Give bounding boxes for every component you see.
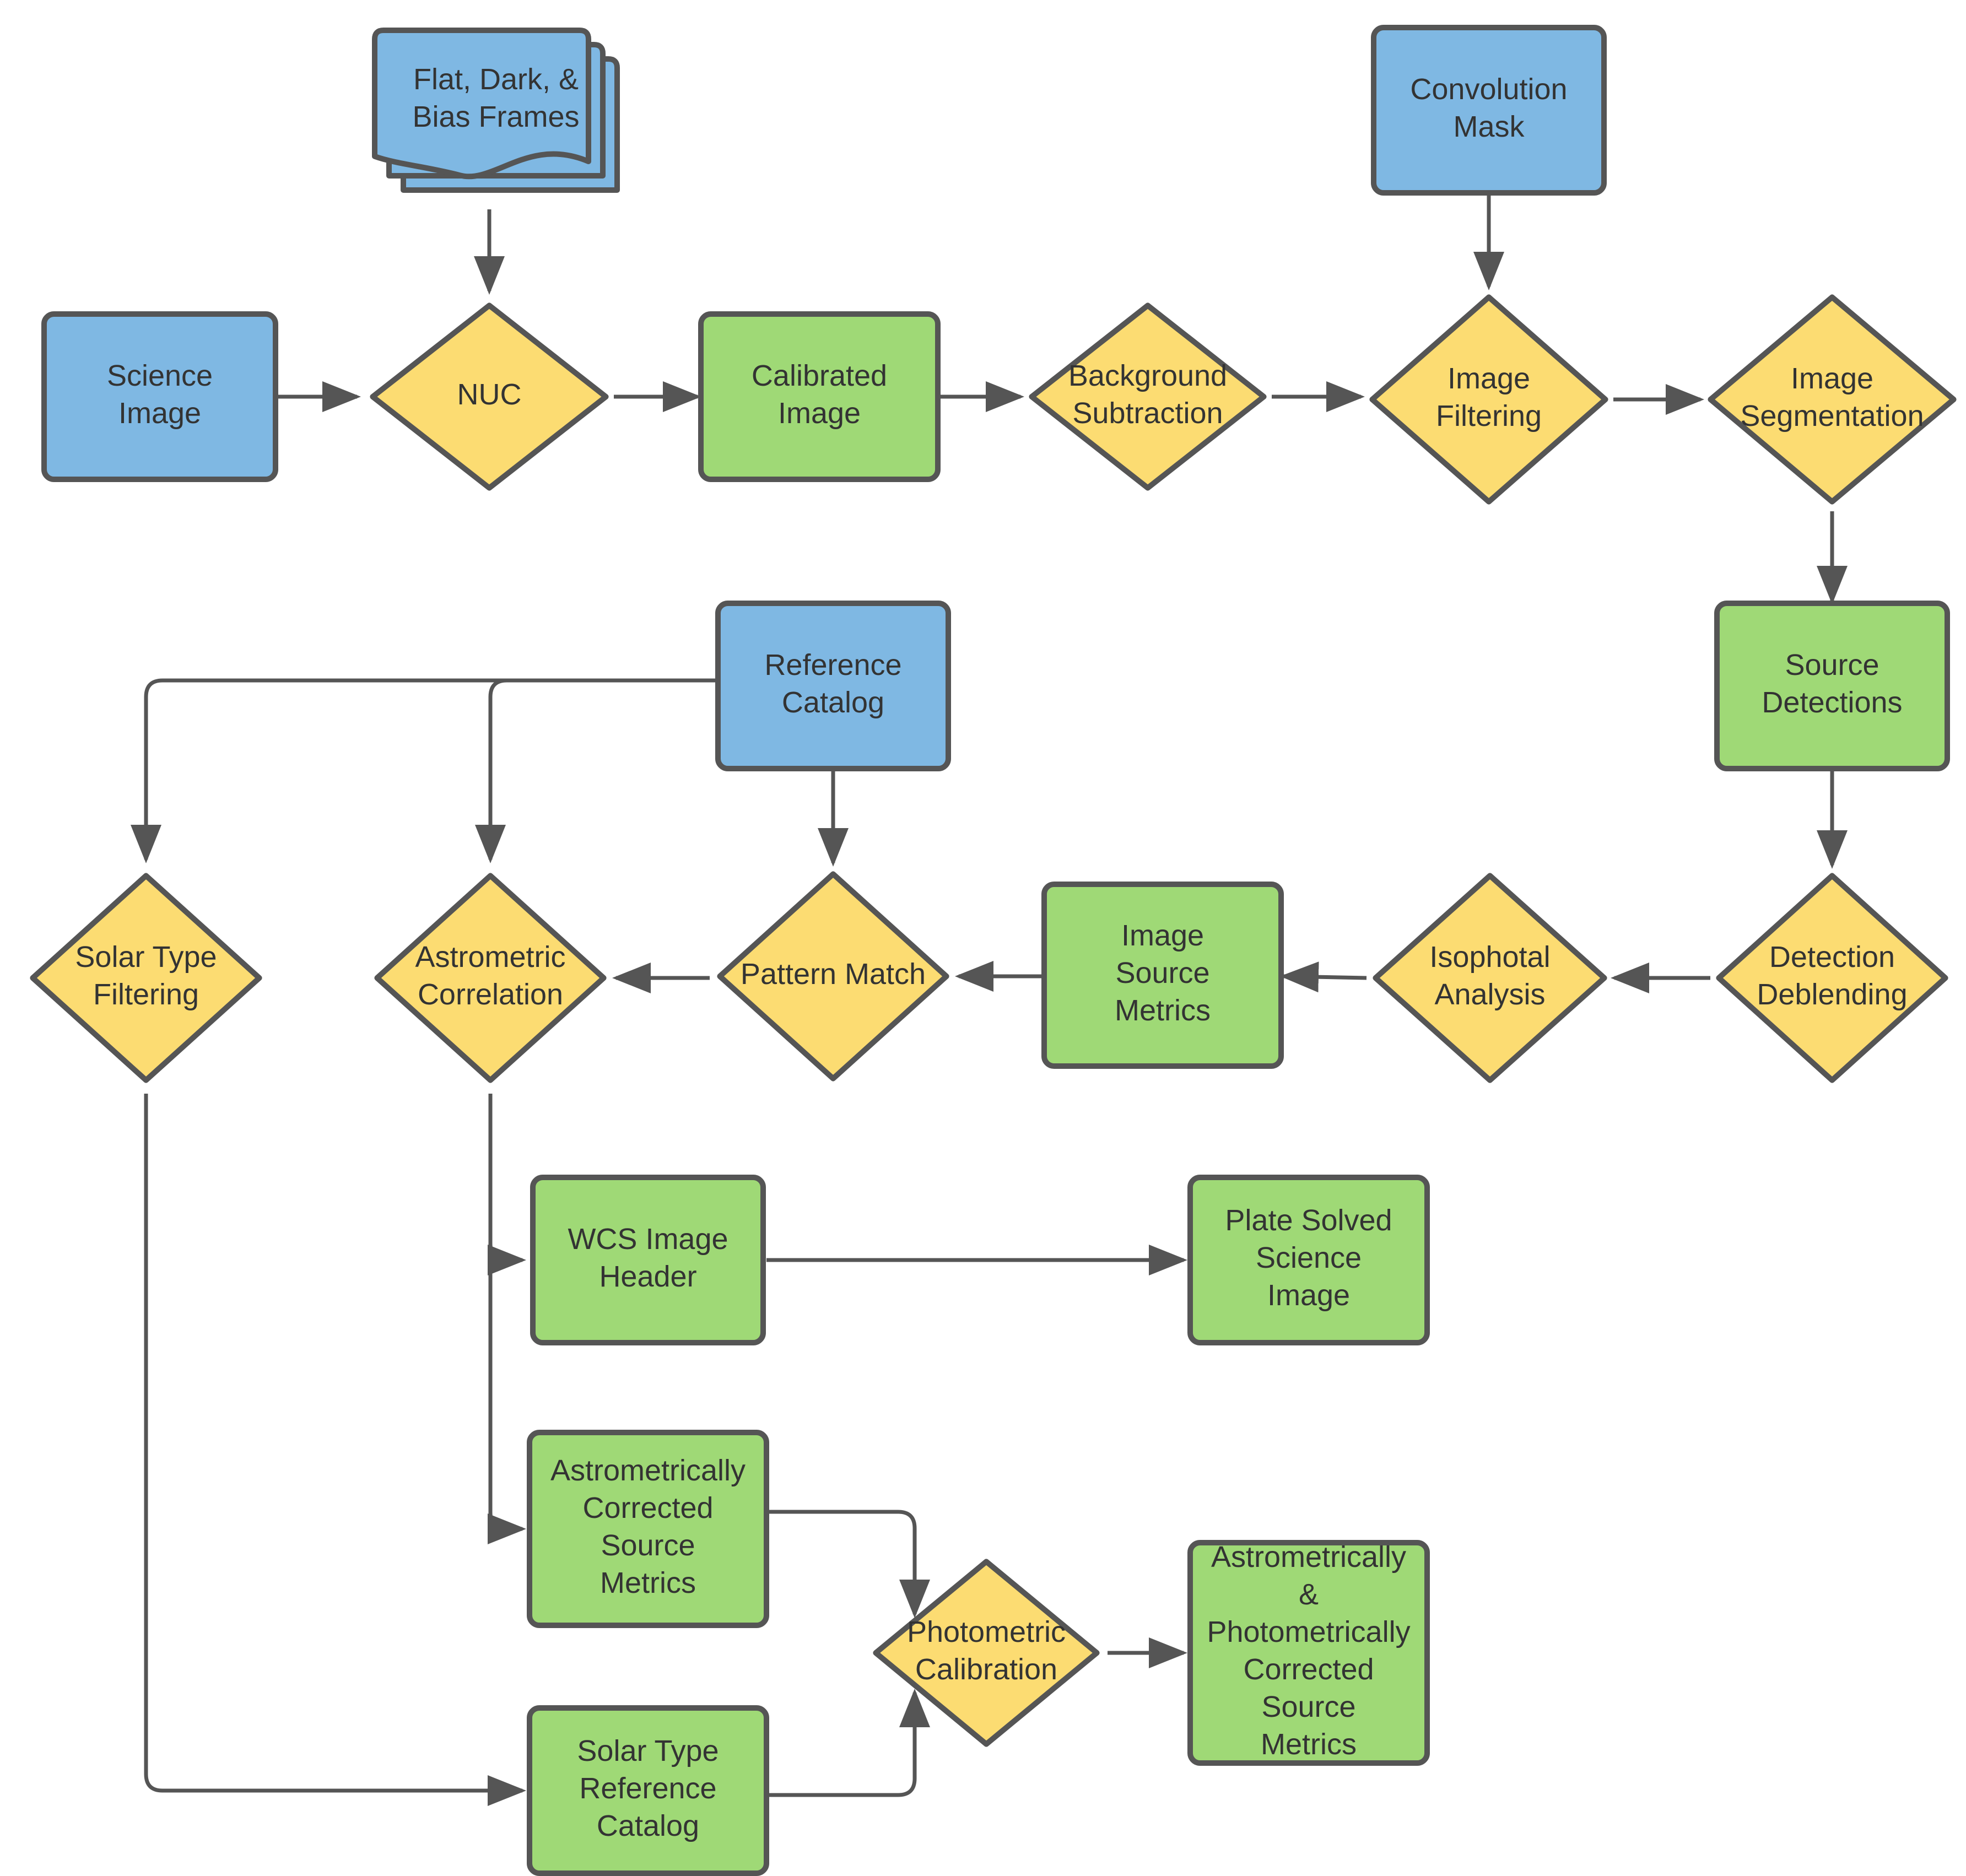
edge-reference_catalog-to-solar_type_filtering (131, 678, 718, 863)
node-shape-multi-document (372, 28, 620, 193)
node-shape-rounded-rect (527, 1430, 769, 1628)
node-label-flat_dark_bias: Flat, Dark, &Bias Frames (412, 63, 579, 133)
node-shape-rounded-rect (1371, 25, 1607, 196)
node-shape-diamond (717, 871, 949, 1082)
node-shape-diamond (370, 302, 609, 491)
node-shape-diamond (873, 1559, 1100, 1747)
node-flat_dark_bias[interactable]: Flat, Dark, &Bias Frames (372, 28, 620, 193)
node-shape-rounded-rect (698, 311, 941, 482)
edge-isophotal_analysis-to-image_source_metrics (1280, 961, 1367, 993)
edge-astrometrically_corrected_source_metrics-to-photometric_calibration (766, 1510, 930, 1618)
node-shape-rounded-rect (527, 1705, 769, 1876)
node-shape-rounded-rect (41, 311, 278, 482)
node-shape-diamond (1029, 302, 1267, 491)
node-pattern_match[interactable]: Pattern Match (717, 871, 949, 1082)
node-shape-rounded-rect (1714, 601, 1950, 771)
node-nuc[interactable]: NUC (370, 302, 609, 491)
node-shape-diamond (1708, 294, 1957, 505)
edge-reference_catalog-to-astrometric_correlation (475, 678, 718, 863)
edge-astrometric_correlation-to-astrometrically_corrected_source_metrics (488, 1094, 526, 1544)
node-shape-rounded-rect (715, 601, 951, 771)
node-shape-rounded-rect (1187, 1540, 1430, 1766)
edge-layer (131, 194, 1848, 1806)
edge-solar_type_filtering-to-solar_type_reference_catalog (144, 1094, 526, 1806)
node-shape-rounded-rect (530, 1175, 766, 1345)
node-shape-diamond (1369, 294, 1608, 505)
node-shape-rounded-rect (1041, 882, 1284, 1069)
edge-solar_type_reference_catalog-to-photometric_calibration (766, 1689, 930, 1797)
node-shape-diamond (1373, 873, 1607, 1083)
node-shape-diamond (30, 873, 262, 1083)
node-shape-diamond (374, 873, 607, 1083)
node-label-nuc: NUC (457, 378, 522, 411)
edge-astrometric_correlation-to-wcs_image_header (488, 1094, 526, 1275)
node-shape-diamond (1716, 873, 1948, 1083)
node-shape-rounded-rect (1187, 1175, 1430, 1345)
node-label-pattern_match: Pattern Match (741, 958, 926, 991)
